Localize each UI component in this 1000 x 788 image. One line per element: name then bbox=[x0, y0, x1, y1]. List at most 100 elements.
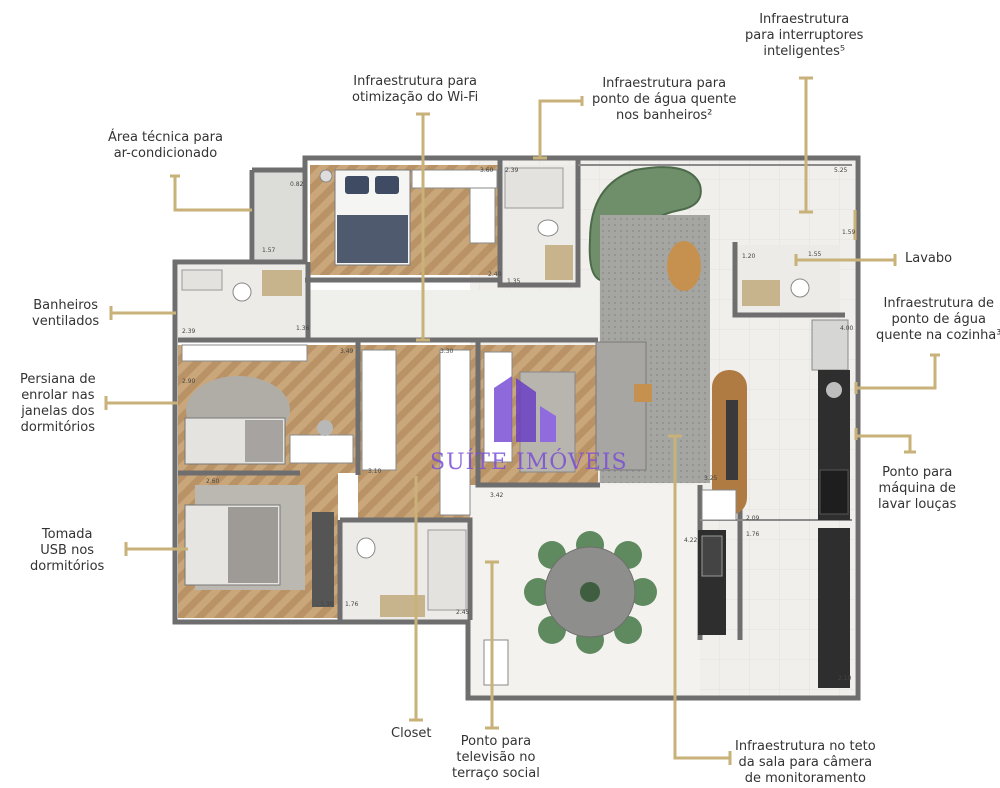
label-line: quente na cozinha³ bbox=[876, 328, 1000, 343]
label-line: nos banheiros² bbox=[615, 108, 713, 123]
label-line: Infraestrutura para bbox=[353, 74, 477, 89]
kitchen-oven bbox=[701, 535, 723, 577]
label-wifi: Infraestrutura para otimização do Wi-Fi bbox=[352, 74, 478, 106]
living-side-table bbox=[634, 384, 652, 402]
dining-set bbox=[524, 531, 657, 654]
leader-closet bbox=[409, 476, 423, 722]
dimension-label: 2.39 bbox=[182, 328, 196, 335]
label-line: Closet bbox=[391, 726, 432, 741]
suite-pillow bbox=[375, 176, 399, 194]
kitchen-box bbox=[701, 489, 737, 521]
dimension-label: 2.40 bbox=[488, 271, 502, 278]
suite-shower bbox=[504, 167, 564, 209]
label-line: Ponto para bbox=[460, 734, 532, 749]
label-line: Infraestrutura para bbox=[602, 76, 727, 91]
bedroom2-desk bbox=[312, 512, 334, 607]
dimension-label: 4.22 bbox=[684, 537, 698, 544]
dimension-label: 2.09 bbox=[746, 515, 760, 522]
dimension-label: 1.20 bbox=[742, 253, 756, 260]
label-line: de monitoramento bbox=[744, 771, 866, 786]
label-line: Persiana de bbox=[20, 372, 96, 387]
label-line: Infraestrutura bbox=[759, 12, 850, 27]
living-cabinet-dark bbox=[726, 400, 738, 480]
terrace-tv-unit bbox=[483, 639, 509, 686]
label-line: Infraestrutura de bbox=[883, 296, 994, 311]
dimension-label: 3.42 bbox=[490, 492, 504, 499]
bedroom2-blanket bbox=[228, 507, 278, 583]
label-banheiros-ventilados: Banheiros ventilados bbox=[32, 298, 99, 330]
label-line: ponto de água quente bbox=[592, 92, 737, 107]
dimension-label: 4.00 bbox=[840, 325, 854, 332]
leader-banheiros-ventilados bbox=[109, 306, 176, 320]
label-lavabo: Lavabo bbox=[905, 251, 952, 267]
leader-tomada-usb bbox=[124, 542, 188, 556]
wall-outer-top bbox=[172, 155, 861, 701]
suite-lamp bbox=[319, 169, 333, 183]
label-line: ventilados bbox=[32, 314, 100, 329]
dining-chair bbox=[524, 578, 552, 606]
label-agua-banheiros: Infraestrutura para ponto de água quente… bbox=[592, 76, 736, 124]
suite-wardrobe bbox=[411, 169, 498, 189]
dimension-label: 1.59 bbox=[842, 229, 856, 236]
dimension-label: 2.10 bbox=[838, 675, 852, 682]
wall-suite-bath bbox=[497, 160, 581, 288]
dimension-label: 3.30 bbox=[320, 601, 334, 608]
left-bath-vanity bbox=[262, 270, 302, 296]
dimension-label: 5.25 bbox=[834, 167, 848, 174]
dimension-label: 3.25 bbox=[704, 475, 718, 482]
dimension-label: 3.60 bbox=[480, 167, 494, 174]
dimension-label: 2.45 bbox=[456, 609, 470, 616]
dimension-label: 0.82 bbox=[290, 181, 304, 188]
leader-lines bbox=[104, 76, 940, 765]
label-line: Área técnica para bbox=[108, 130, 223, 145]
label-camera: Infraestrutura no teto da sala para câme… bbox=[735, 739, 876, 787]
dimension-label: 1.55 bbox=[808, 251, 822, 258]
leader-lava-loucas bbox=[854, 428, 916, 454]
dimensions: 0.82 1.57 3.60 2.39 2.40 1.35 2.39 1.36 … bbox=[182, 167, 856, 682]
label-lava-loucas: Ponto para máquina de lavar louças bbox=[878, 465, 956, 513]
label-line: terraço social bbox=[452, 766, 540, 781]
bottom-bath-toilet bbox=[356, 537, 376, 559]
label-televisao: Ponto para televisão no terraço social bbox=[452, 734, 540, 782]
kitchen-counter-lower bbox=[818, 528, 850, 688]
label-line: lavar louças bbox=[878, 497, 957, 512]
label-line: inteligentes⁵ bbox=[763, 44, 846, 59]
dimension-label: 1.35 bbox=[507, 278, 521, 285]
label-line: Banheiros bbox=[33, 298, 98, 313]
dimension-label: 1.76 bbox=[345, 601, 359, 608]
label-line: Infraestrutura no teto bbox=[735, 739, 876, 754]
wall-bath-bottom bbox=[337, 517, 473, 622]
dimension-label: 2.90 bbox=[182, 378, 196, 385]
closet-shelf-right bbox=[439, 349, 471, 516]
leader-agua-banheiros bbox=[533, 96, 584, 160]
watermark-text: SUÍTE IMÓVEIS bbox=[430, 450, 628, 475]
leader-persiana bbox=[104, 396, 178, 410]
label-area-tecnica: Área técnica para ar-condicionado bbox=[108, 130, 223, 162]
dining-chair bbox=[629, 578, 657, 606]
wall-lavabo bbox=[732, 242, 845, 318]
lavabo-toilet bbox=[790, 278, 810, 298]
label-agua-cozinha: Infraestrutura de ponto de água quente n… bbox=[876, 296, 1000, 344]
dimension-label: 1.76 bbox=[746, 531, 760, 538]
kitchen-cooktop bbox=[819, 469, 849, 515]
dimension-label: 3.30 bbox=[440, 348, 454, 355]
wall-closet-right bbox=[475, 342, 600, 488]
label-line: Tomada bbox=[41, 527, 93, 542]
label-line: enrolar nas bbox=[21, 388, 95, 403]
suite-vanity bbox=[545, 245, 573, 280]
left-bath-toilet bbox=[232, 282, 252, 302]
suite-wardrobe-side bbox=[469, 187, 496, 244]
lavabo-vanity bbox=[742, 280, 780, 306]
bedroom1-wardrobe bbox=[181, 344, 308, 362]
closet-shelf-left bbox=[361, 349, 397, 471]
dimension-label: 2.60 bbox=[206, 478, 220, 485]
leader-interruptores bbox=[799, 76, 813, 214]
suite-toilet bbox=[537, 219, 559, 237]
label-line: televisão no bbox=[456, 750, 536, 765]
bedroom1-chair bbox=[317, 420, 333, 436]
suite-pillow bbox=[345, 176, 369, 194]
label-line: ar-condicionado bbox=[113, 146, 218, 161]
leader-wifi bbox=[416, 112, 430, 342]
